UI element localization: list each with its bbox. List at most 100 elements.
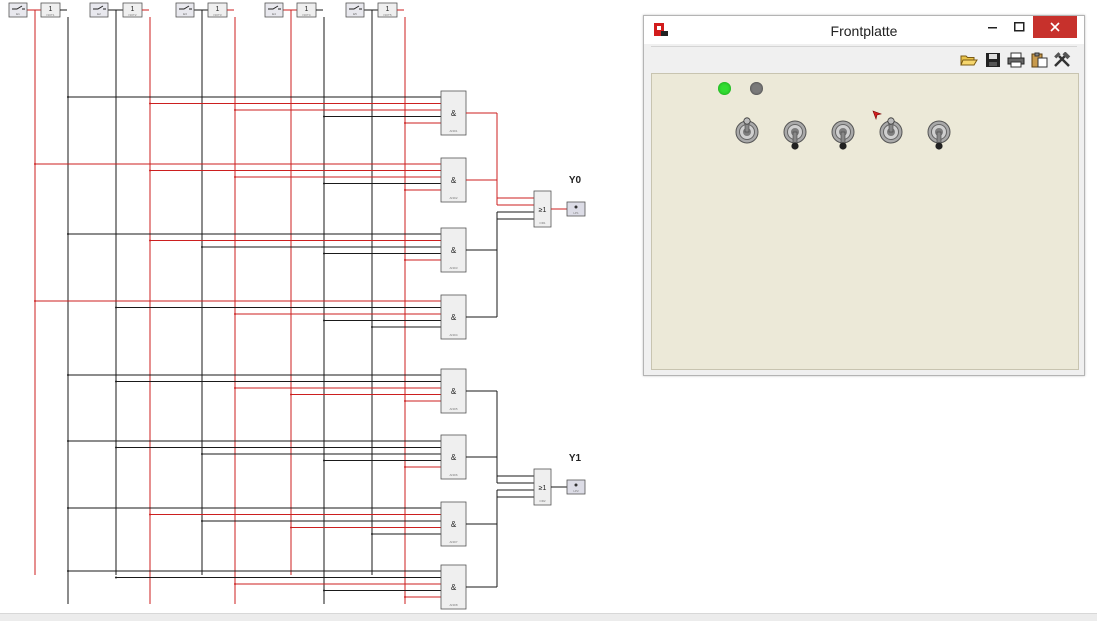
- output-label: Y0: [569, 175, 582, 186]
- not-symbol: 1: [216, 6, 220, 13]
- junction: [115, 380, 117, 383]
- junction: [234, 583, 236, 585]
- switch-label: E2: [97, 12, 101, 16]
- frontplatte-window: Frontplatte: [643, 15, 1085, 376]
- toolbar: [651, 46, 1077, 74]
- junction: [234, 387, 236, 389]
- clipboard-icon: [1031, 52, 1048, 68]
- and-gate-5: &AND5: [440, 368, 467, 414]
- junction: [115, 576, 117, 579]
- output-lamp-2: LP2: [566, 479, 586, 495]
- junction: [234, 313, 236, 315]
- junction: [234, 176, 236, 178]
- mouse-pointer-icon: [872, 110, 882, 120]
- input-switch-4[interactable]: E4: [264, 2, 284, 18]
- switch-label: E3: [183, 12, 187, 16]
- junction: [404, 122, 406, 124]
- input-switch-1[interactable]: E1: [8, 2, 28, 18]
- not-symbol: 1: [305, 6, 309, 13]
- junction: [404, 259, 406, 261]
- lamp-dot-icon: [574, 483, 578, 487]
- and-symbol: &: [451, 246, 457, 255]
- input-switch-5[interactable]: E5: [345, 2, 365, 18]
- open-folder-button[interactable]: [959, 51, 979, 69]
- junction: [67, 233, 69, 235]
- toggle-switch-1[interactable]: [734, 116, 760, 152]
- toggle-switch-3[interactable]: [830, 116, 856, 152]
- junction: [149, 513, 151, 516]
- and-symbol: &: [451, 387, 457, 396]
- junction: [234, 109, 236, 111]
- maximize-icon: [1013, 21, 1024, 31]
- and-gate-4: & AND4: [440, 294, 467, 340]
- and-gate-8: &AND8: [440, 564, 467, 610]
- junction: [67, 570, 69, 572]
- input-switch-2[interactable]: E2: [89, 2, 109, 18]
- junction: [323, 115, 325, 118]
- not-symbol: 1: [49, 6, 53, 13]
- lamp-sublabel: LP1: [573, 211, 579, 215]
- save-disk-icon: [986, 53, 1000, 67]
- and-symbol: &: [451, 313, 457, 322]
- junction: [67, 374, 69, 376]
- and-symbol: &: [451, 520, 457, 529]
- lamp-on: [718, 82, 731, 95]
- tools-button[interactable]: [1052, 51, 1072, 69]
- save-button[interactable]: [983, 51, 1003, 69]
- junction: [371, 326, 373, 328]
- close-icon: [1050, 22, 1060, 32]
- close-button[interactable]: [1033, 16, 1077, 38]
- toggle-switch-2[interactable]: [782, 116, 808, 152]
- tools-icon: [1054, 52, 1071, 67]
- not-sublabel: NOT1: [46, 13, 54, 17]
- switch-label: E5: [353, 12, 357, 16]
- and-gate-2: &AND2: [440, 157, 467, 203]
- junction: [323, 252, 325, 255]
- not-symbol: 1: [131, 6, 135, 13]
- junction: [149, 169, 151, 172]
- junction: [290, 393, 292, 396]
- or-sublabel: OR2: [539, 499, 546, 503]
- and-sublabel: AND4: [449, 333, 457, 337]
- and-sublabel: AND3: [449, 266, 457, 270]
- junction: [67, 96, 69, 98]
- toggle-switch-4[interactable]: [878, 116, 904, 152]
- title-bar[interactable]: Frontplatte: [644, 16, 1084, 44]
- junction: [201, 246, 203, 248]
- junction: [404, 466, 406, 468]
- switch-label: E4: [272, 12, 276, 16]
- and-symbol: &: [451, 583, 457, 592]
- maximize-button[interactable]: [1006, 16, 1032, 38]
- junction: [323, 182, 325, 185]
- and-symbol: &: [451, 109, 457, 118]
- junction: [67, 507, 69, 509]
- junction: [323, 589, 325, 592]
- junction: [404, 189, 406, 191]
- not-sublabel: NOT2: [128, 13, 136, 17]
- app-logo-icon: [654, 23, 668, 36]
- input-switch-3[interactable]: E3: [175, 2, 195, 18]
- junction: [149, 239, 151, 242]
- and-sublabel: AND1: [449, 129, 457, 133]
- clipboard-button[interactable]: [1029, 51, 1049, 69]
- not-symbol: 1: [386, 6, 390, 13]
- and-gate-7: &AND7: [440, 501, 467, 547]
- junction: [67, 440, 69, 442]
- output-label: Y1: [569, 453, 582, 464]
- minimize-button[interactable]: [980, 16, 1006, 38]
- and-gate-3: & AND3: [440, 227, 467, 273]
- lamp-dot-icon: [574, 205, 578, 209]
- or-symbol: ≥1: [539, 207, 547, 214]
- junction: [371, 533, 373, 535]
- minimize-icon: [988, 27, 997, 29]
- junction: [115, 306, 117, 309]
- toggle-switch-5[interactable]: [926, 116, 952, 152]
- switch-label: E1: [16, 12, 20, 16]
- print-button[interactable]: [1006, 51, 1026, 69]
- lamp-sublabel: LP2: [573, 489, 579, 493]
